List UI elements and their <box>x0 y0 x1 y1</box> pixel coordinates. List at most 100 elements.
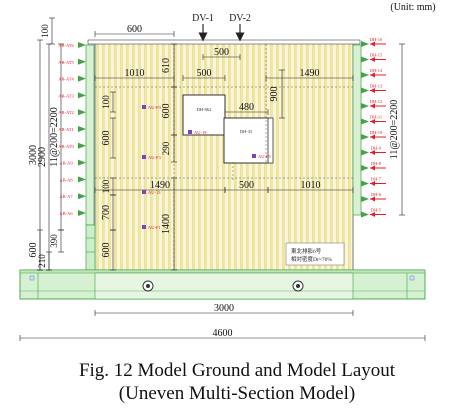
inner-sensor <box>188 130 192 134</box>
right-sensor-marker <box>361 149 369 156</box>
left-sensor-marker <box>78 210 86 216</box>
dim-label-left_2900: 2900 <box>37 147 48 167</box>
dim-label-left_pitch: 11@200=2200 <box>49 107 60 166</box>
model-layout-diagram: (Unit: mm) DH-862 DH-35 東北排影6号 相対密度Dr=70… <box>19 2 436 341</box>
right-sensor-label: DH-13 <box>370 84 383 89</box>
left-wall <box>85 44 96 271</box>
dim-label-row1_mid: 500 <box>197 68 212 79</box>
inner-sensor <box>142 105 146 109</box>
inner-box-strip <box>267 117 274 164</box>
left-sensor-label: AB-AT2 <box>58 110 74 115</box>
inner-sensor-label: AU-F9 <box>148 105 162 110</box>
legend-line: 東北排影6号 <box>291 247 322 255</box>
dim-label-v_100a: 100 <box>101 95 111 109</box>
right-sensor-label: DH-15 <box>370 53 383 58</box>
dim-label-v_290: 290 <box>161 141 171 155</box>
load-arrowhead <box>370 72 375 78</box>
dim-label-left_210: 210 <box>37 254 47 268</box>
right-sensor-label: DH-12 <box>370 99 383 104</box>
left-sensor-label: AB-AT6 <box>58 43 74 48</box>
inner-box-dh-862 <box>182 94 226 136</box>
dim-label-left_390: 390 <box>49 234 59 248</box>
load-arrowhead <box>370 212 375 217</box>
dim-label-v_600b: 600 <box>101 131 112 146</box>
left-sensor-marker <box>78 142 86 149</box>
inner-sensor <box>142 190 146 194</box>
left-sensor-label: AB-AT3 <box>58 93 74 98</box>
inner-sensor-label: AU-13 <box>148 190 161 195</box>
left-sensor-label: AB-AT1 <box>58 127 74 132</box>
inner-sensor <box>252 154 256 158</box>
dim-label-v_600a: 600 <box>161 104 172 119</box>
inner-box-label: DH-862 <box>197 107 212 112</box>
dim-label-bottom_mid: 500 <box>239 180 254 191</box>
right-sensor-marker <box>361 211 369 218</box>
dim-label-base_inner: 3000 <box>214 303 234 314</box>
dim-label-bottom_left: 1490 <box>150 180 170 191</box>
right-sensor-marker <box>361 180 369 187</box>
right-sensor-label: DH-14 <box>370 68 383 73</box>
dim-label-row1_right: 1490 <box>300 68 320 79</box>
right-sensor-label: DH-6 <box>371 192 382 197</box>
dv-2-label: DV-2 <box>229 13 251 24</box>
inner-sensor <box>142 225 146 229</box>
dim-label-top_gap: 500 <box>214 47 229 58</box>
left-sensor-marker <box>78 92 86 99</box>
right-sensor-label: DH-5 <box>371 208 382 213</box>
sensor-layer: AB-AT6AB-AT5AB-AT4AB-AT3AB-AT2AB-AT1AB-A… <box>58 37 386 230</box>
right-sensor-label: DH-8 <box>371 161 382 166</box>
inner-sensor-label: AU-F5 <box>258 154 272 159</box>
dim-label-row1_left: 1010 <box>125 68 145 79</box>
right-sensor-marker <box>361 103 369 109</box>
dim-label-v_1400: 1400 <box>161 214 172 234</box>
dim-label-v_600c: 600 <box>101 243 112 258</box>
right-sensor-label: DH-9 <box>371 146 382 151</box>
left-sensor-marker <box>78 159 86 166</box>
dim-label-left_3000: 3000 <box>28 145 39 165</box>
left-sensor-marker <box>78 42 86 48</box>
left-sensor-label: AB-AT0 <box>58 144 74 149</box>
left-sensor-label: AB-AT4 <box>58 77 74 82</box>
unit-note: (Unit: mm) <box>390 2 435 13</box>
inner-sensor-label: AU-F1 <box>148 225 161 230</box>
dim-label-inner_480: 480 <box>239 102 254 113</box>
dim-label-v_610: 610 <box>161 58 172 73</box>
left-sensor-label: AB-A7 <box>59 194 73 199</box>
inner-box-label: DH-35 <box>240 129 253 134</box>
right-sensor-marker <box>361 87 369 94</box>
dim-label-base_total: 4600 <box>213 328 233 339</box>
load-arrowhead <box>370 165 375 171</box>
load-arrowhead <box>370 119 375 124</box>
inner-sensor-label: AU-F3 <box>148 155 162 160</box>
legend-box <box>285 242 345 266</box>
left-sensor-label: AB-A6 <box>59 211 73 216</box>
base-structure <box>19 269 426 300</box>
inner-sensor-label: AU-18 <box>194 130 207 135</box>
left-sensor-marker <box>78 126 86 132</box>
load-arrowhead <box>370 181 375 186</box>
load-arrowhead <box>370 57 375 62</box>
dim-label-v_700: 700 <box>101 205 112 220</box>
load-arrowhead <box>370 88 375 93</box>
figure-caption-line2: (Uneven Multi-Section Model) <box>118 383 356 404</box>
figure-caption-line1: Fig. 12 Model Ground and Model Layout <box>78 360 396 381</box>
right-sensor-marker <box>361 165 369 171</box>
load-arrowhead <box>370 41 375 47</box>
right-sensor-marker <box>361 41 369 47</box>
right-sensor-label: DH-7 <box>371 177 382 182</box>
left-sensor-marker <box>78 58 86 65</box>
legend-line: 相対密度Dr=70% <box>291 255 332 263</box>
right-sensor-marker <box>361 134 369 140</box>
right-sensor-marker <box>361 72 369 78</box>
inner-box-dh-35 <box>223 117 270 164</box>
right-sensor-label: DH-10 <box>370 130 383 135</box>
right-wall <box>352 44 362 216</box>
left-sensor-marker <box>78 193 86 200</box>
left-sensor-label: AB-A9 <box>59 161 73 166</box>
left-sensor-marker <box>78 176 86 183</box>
load-arrowhead <box>370 134 375 140</box>
top-edge <box>87 39 361 45</box>
left-sensor-marker <box>78 109 86 116</box>
dv-1-label: DV-1 <box>192 13 214 24</box>
